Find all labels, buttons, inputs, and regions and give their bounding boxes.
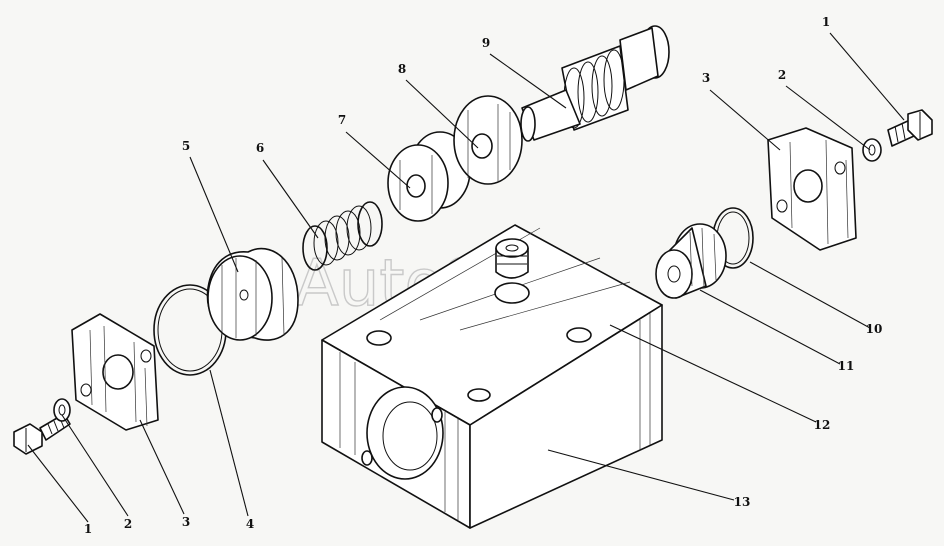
- callout-leader-c3: [139, 419, 185, 515]
- callout-leader-c5: [189, 156, 239, 273]
- valve-spool: [520, 25, 670, 142]
- piston: [206, 247, 299, 341]
- callout-number-c5: 5: [182, 139, 190, 153]
- callout-number-c8: 8: [398, 62, 406, 76]
- callout-number-c6: 6: [256, 141, 264, 155]
- callout-leader-c13: [547, 449, 735, 501]
- spring: [302, 201, 383, 271]
- bolt-right: [887, 109, 933, 147]
- washer-disc: [453, 95, 523, 185]
- callout-leader-c10: [749, 261, 871, 329]
- callout-leader-c8: [405, 79, 479, 149]
- callout-leader-c4: [209, 369, 249, 517]
- callout-number-c3: 3: [182, 515, 190, 529]
- callout-leader-c6: [262, 159, 319, 239]
- callout-number-c9: 9: [482, 36, 490, 50]
- callout-number-c11: 11: [838, 359, 855, 373]
- callout-number-c10: 10: [866, 322, 883, 336]
- callout-leader-c3r: [709, 89, 781, 151]
- washer-left: [53, 398, 71, 422]
- callout-number-c3r: 3: [702, 71, 710, 85]
- callout-number-c4: 4: [246, 517, 254, 531]
- callout-leader-c1: [27, 444, 89, 523]
- callout-leader-c2r: [785, 85, 871, 151]
- valve-body: [321, 224, 663, 529]
- callout-number-c7: 7: [338, 113, 346, 127]
- flange-right: [767, 127, 857, 251]
- callout-number-c12: 12: [814, 418, 831, 432]
- callout-number-c2r: 2: [778, 68, 786, 82]
- callout-leader-c12: [609, 324, 817, 423]
- callout-number-c1r: 1: [822, 15, 830, 29]
- callout-leader-c1r: [829, 32, 905, 121]
- spring-seat-disc: [387, 131, 471, 222]
- callout-leader-c7: [345, 131, 411, 189]
- callout-number-c13: 13: [734, 495, 751, 509]
- callout-leader-c2: [61, 414, 129, 517]
- callout-number-c1: 1: [84, 522, 92, 536]
- callout-number-c2: 2: [124, 517, 132, 531]
- callout-leader-c9: [489, 53, 567, 109]
- flange-left: [71, 313, 159, 431]
- callout-leader-c11: [699, 289, 841, 365]
- washer-right: [862, 138, 882, 162]
- threaded-plug: [655, 223, 727, 299]
